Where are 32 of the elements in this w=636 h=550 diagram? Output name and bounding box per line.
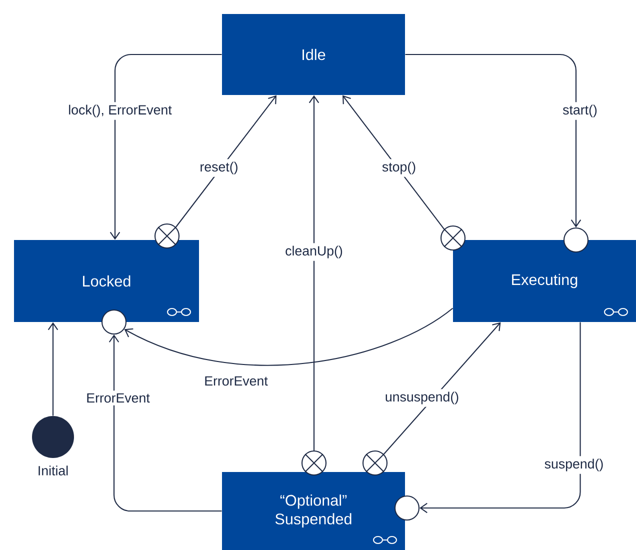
- edge-label: lock(), ErrorEvent: [65, 102, 175, 120]
- state-label: Initial: [38, 466, 68, 476]
- arrow: [383, 322, 501, 454]
- initial-state: [32, 416, 74, 458]
- edge-label: stop(): [379, 159, 419, 177]
- arrow: [405, 54, 582, 228]
- edge-label: ErrorEvent: [201, 374, 271, 388]
- entry-point: [101, 309, 127, 335]
- arrow: [110, 54, 222, 240]
- exit-point: [440, 225, 466, 251]
- exit-point: [154, 223, 180, 249]
- edge-label: reset(): [197, 159, 241, 177]
- arrow: [124, 308, 454, 366]
- edge-label: start(): [560, 102, 600, 120]
- edge-label: ErrorEvent: [83, 390, 153, 406]
- exit-point: [362, 450, 388, 476]
- edge-label: unsuspend(): [382, 389, 462, 407]
- arrow: [308, 95, 320, 450]
- arrow: [420, 322, 581, 514]
- arrow: [48, 322, 58, 416]
- arrow: [175, 95, 276, 228]
- arrow: [342, 95, 445, 230]
- exit-point: [301, 450, 327, 476]
- arrow: [108, 334, 222, 512]
- state-box: “Optional” Suspended: [222, 472, 405, 550]
- edge-label: cleanUp(): [282, 243, 346, 261]
- entry-point: [563, 227, 589, 253]
- state-box: Locked: [14, 240, 199, 322]
- state-box: Idle: [222, 14, 405, 95]
- edge-label: suspend(): [542, 456, 606, 474]
- state-box: Executing: [453, 240, 636, 322]
- entry-point: [394, 495, 420, 521]
